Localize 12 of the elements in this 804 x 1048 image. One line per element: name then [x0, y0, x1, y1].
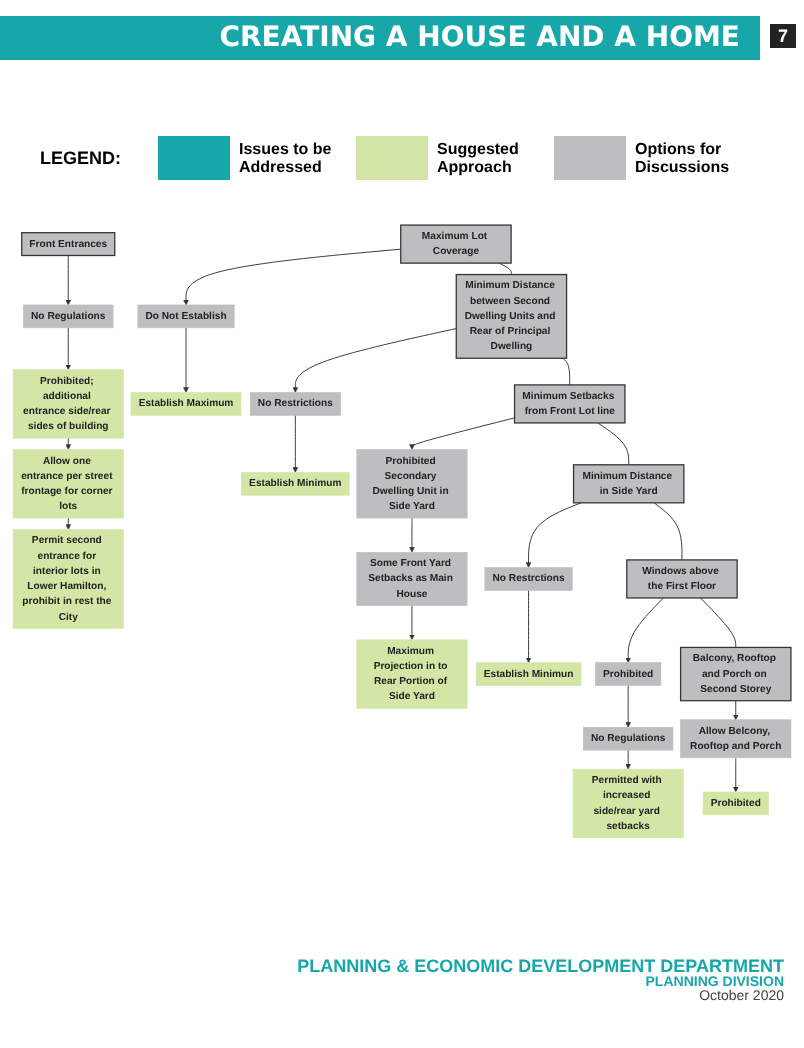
legend-heading: LEGEND: [40, 148, 121, 168]
connector [653, 502, 683, 561]
legend-label: Suggested Approach [437, 140, 521, 176]
legend-label: Issues to be Addressed [239, 140, 334, 176]
connector [597, 422, 630, 466]
legend-label: Options for Discussions [635, 140, 732, 176]
connector [700, 597, 737, 648]
page-number: 7 [769, 24, 796, 48]
connector [498, 262, 512, 275]
department-name: PLANNING & ECONOMIC DEVELOPMENT DEPARTMENT [297, 956, 784, 976]
connector [562, 357, 571, 386]
title-banner: CREATING A HOUSE AND A HOME [0, 16, 760, 60]
